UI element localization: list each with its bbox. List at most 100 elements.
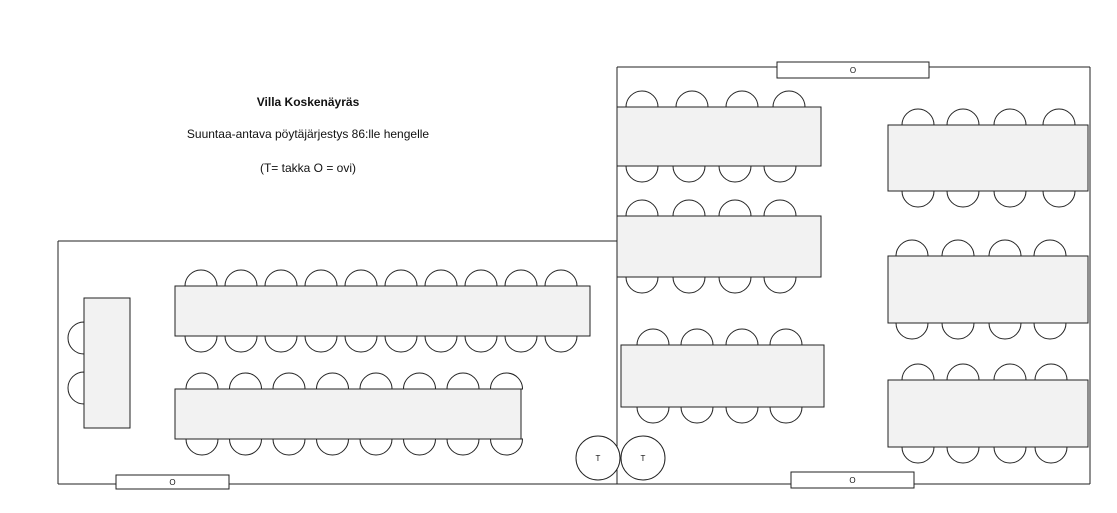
chair [901, 363, 935, 381]
tables [83, 106, 1089, 448]
chair [446, 372, 480, 390]
chair [185, 438, 219, 456]
chair [636, 328, 670, 346]
door [776, 61, 930, 79]
chair [424, 335, 458, 353]
fireplace [620, 435, 666, 481]
plan-subtitle: Suuntaa-antava pöytäjärjestys 86:lle hen… [186, 127, 430, 141]
chair [901, 446, 935, 464]
chair [763, 165, 797, 183]
chair [544, 269, 578, 287]
chair [988, 322, 1022, 340]
chair [675, 90, 709, 108]
chair [946, 190, 980, 208]
chair [769, 406, 803, 424]
chair [763, 199, 797, 217]
chair [625, 165, 659, 183]
table-mid-1 [616, 106, 822, 167]
chair [941, 322, 975, 340]
chair [224, 335, 258, 353]
chair [718, 165, 752, 183]
chair [993, 446, 1027, 464]
chair [946, 363, 980, 381]
chair [769, 328, 803, 346]
chair [344, 269, 378, 287]
chair [1034, 446, 1068, 464]
chair [625, 276, 659, 294]
chair [344, 335, 378, 353]
chair [625, 199, 659, 217]
chair [67, 371, 85, 405]
chair [504, 269, 538, 287]
table-long-2 [174, 388, 522, 440]
chair [636, 406, 670, 424]
chair [946, 446, 980, 464]
table-right-3 [887, 379, 1089, 448]
chair [895, 322, 929, 340]
chair [680, 328, 714, 346]
chair [504, 335, 538, 353]
plan-legend: (T= takka O = ovi) [259, 161, 357, 175]
chair [184, 269, 218, 287]
chairs [67, 90, 1076, 464]
chair [672, 276, 706, 294]
chair [725, 406, 759, 424]
chair [446, 438, 480, 456]
fireplace-label: T [641, 454, 646, 463]
table-long-1 [174, 285, 591, 337]
table-right-2 [887, 255, 1089, 324]
chair [725, 90, 759, 108]
chair [672, 165, 706, 183]
table-head [83, 297, 131, 429]
chair [228, 372, 263, 390]
chair [272, 438, 306, 456]
chair [772, 90, 806, 108]
chair [901, 190, 935, 208]
table-mid-3 [620, 344, 825, 408]
table-mid-2 [616, 215, 822, 278]
chair [672, 199, 706, 217]
chair [725, 328, 759, 346]
chair [224, 269, 258, 287]
fireplace-label: T [596, 454, 601, 463]
door-label: O [169, 478, 175, 487]
chair [941, 239, 975, 257]
chair [718, 199, 752, 217]
chair [304, 335, 338, 353]
plan-title: Villa Koskenäyräs [256, 95, 360, 109]
chair [901, 108, 935, 126]
chair [993, 363, 1027, 381]
chair [384, 269, 418, 287]
chair [359, 438, 393, 456]
chair [464, 335, 498, 353]
chair [384, 335, 418, 353]
chair [1042, 190, 1076, 208]
chair [402, 438, 437, 456]
chair [489, 372, 524, 390]
chair [402, 372, 437, 390]
chair [264, 335, 298, 353]
chair [718, 276, 752, 294]
chair [1042, 108, 1076, 126]
chair [315, 372, 350, 390]
door-label: O [850, 66, 856, 75]
chair [988, 239, 1022, 257]
chair [315, 438, 350, 456]
chair [304, 269, 338, 287]
chair [359, 372, 393, 390]
chair [1033, 322, 1067, 340]
chair [272, 372, 306, 390]
chair [489, 438, 524, 456]
chair [184, 335, 218, 353]
chair [424, 269, 458, 287]
chair [1033, 239, 1067, 257]
chair [993, 108, 1027, 126]
door [115, 474, 230, 490]
chair [544, 335, 578, 353]
chair [993, 190, 1027, 208]
chair [67, 321, 85, 355]
fireplace [575, 435, 621, 481]
